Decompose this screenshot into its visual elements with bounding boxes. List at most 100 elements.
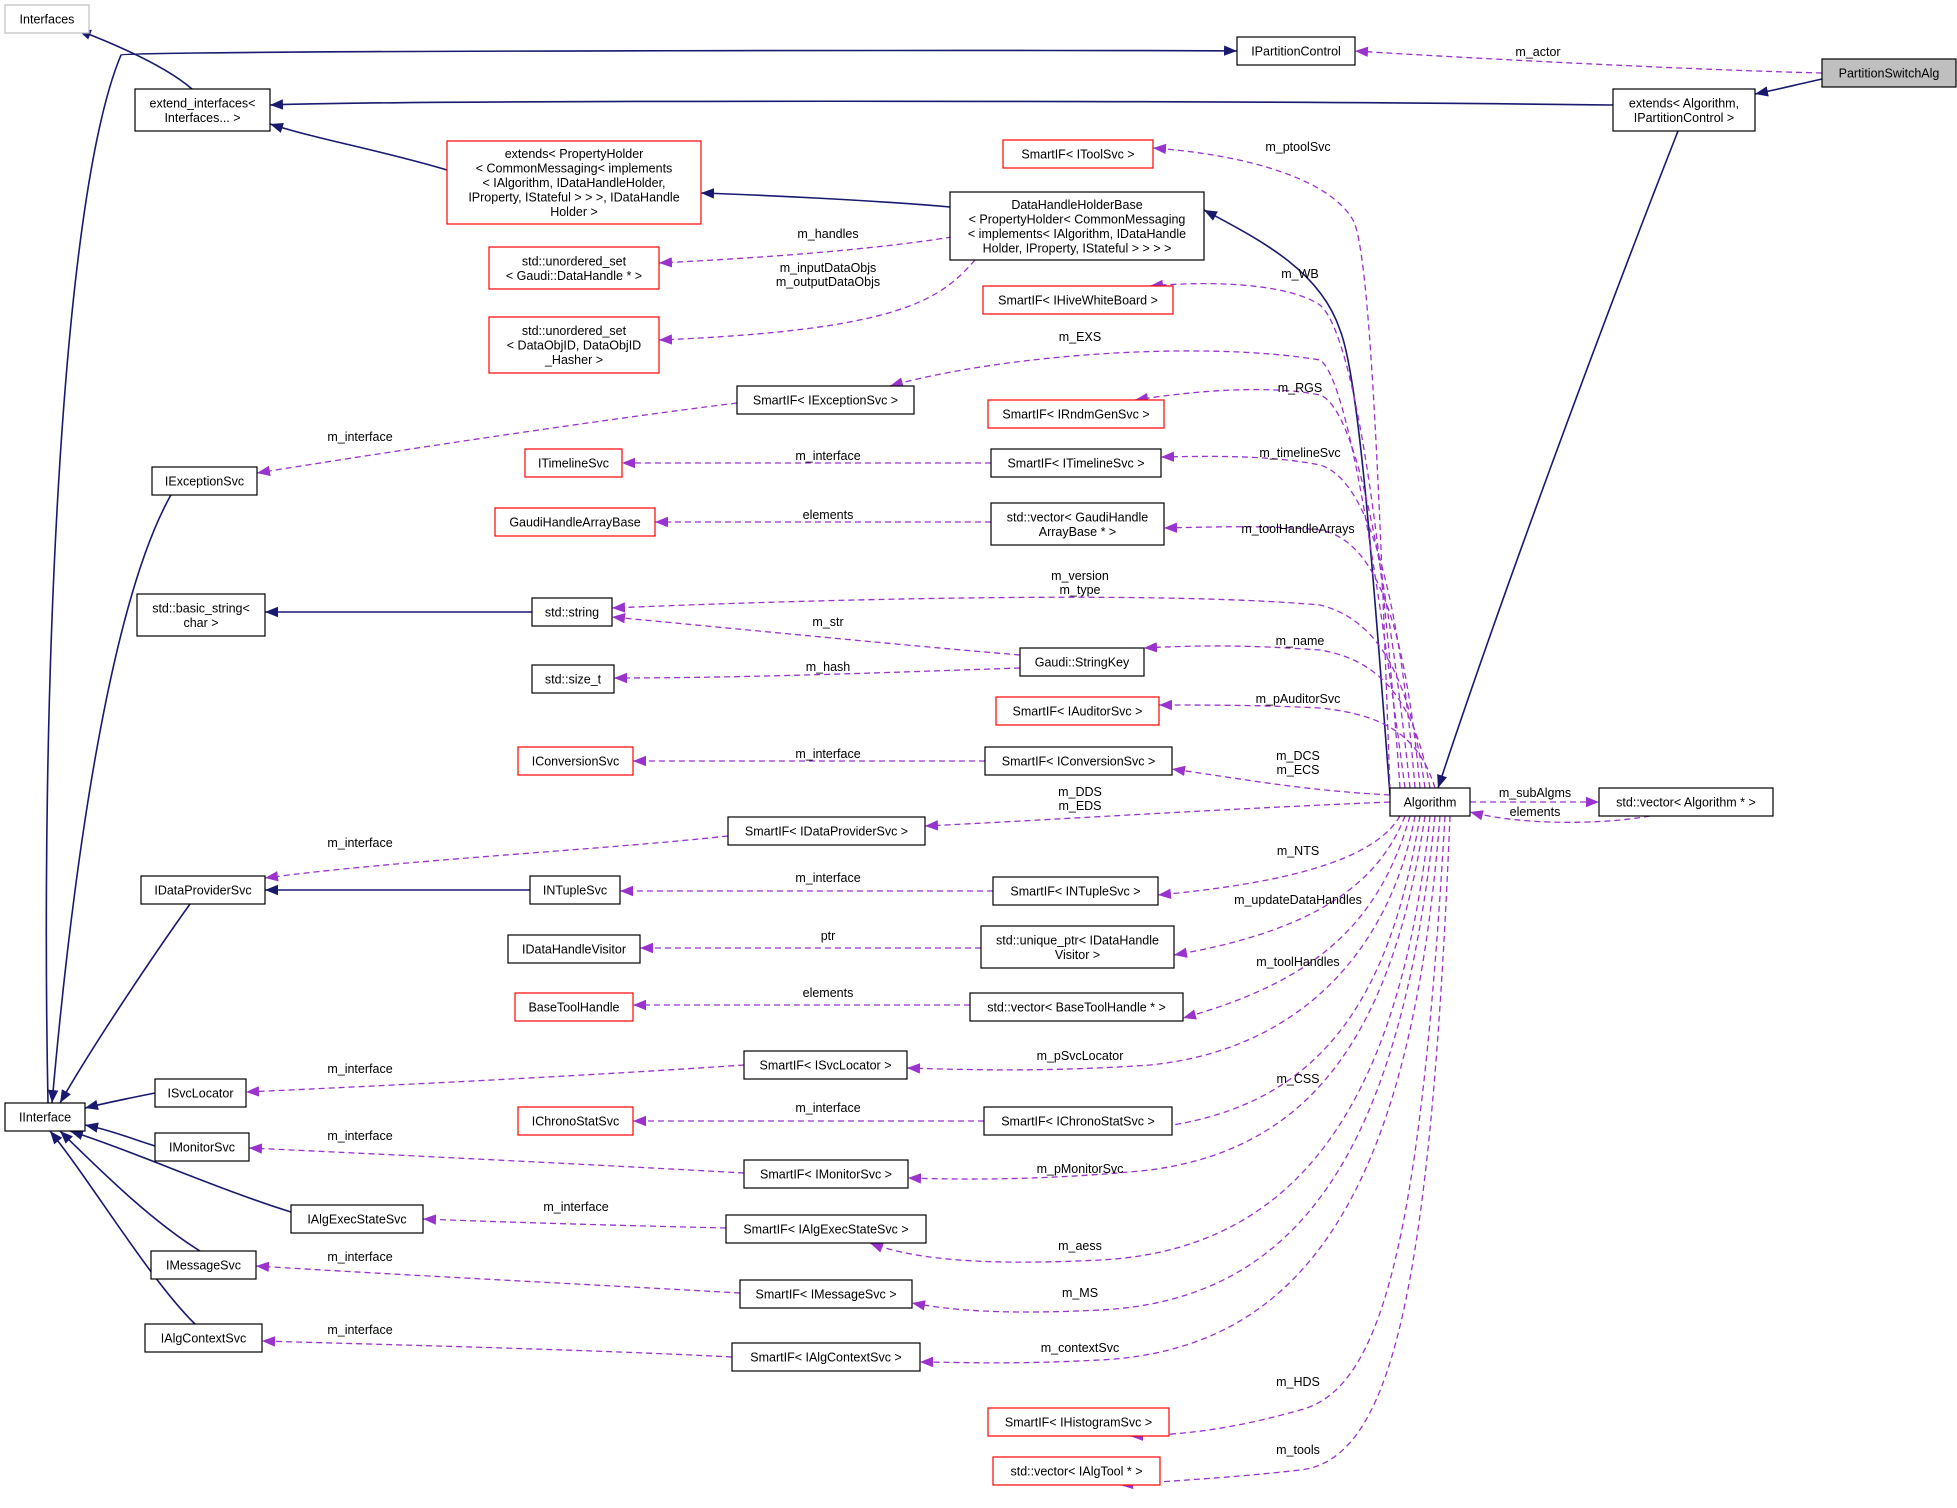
node-iinterface[interactable]: IInterface xyxy=(4,1102,86,1132)
node-extends-alg[interactable]: extends< Algorithm,IPartitionControl > xyxy=(1612,88,1756,132)
node-iexceptionsvc[interactable]: IExceptionSvc xyxy=(151,466,258,496)
node-smartif-iexceptionsvc[interactable]: SmartIF< IExceptionSvc > xyxy=(736,385,915,415)
inheritance-edge-6 xyxy=(1754,78,1823,97)
edge-label-m-interface-timeline: m_interface xyxy=(795,449,860,463)
edge-label-m-ptoolsvc: m_ptoolSvc xyxy=(1265,140,1330,154)
node-basetoolhandle[interactable]: BaseToolHandle xyxy=(514,992,634,1022)
node-smartif-ihistogramsvc[interactable]: SmartIF< IHistogramSvc > xyxy=(987,1407,1170,1437)
node-label: Algorithm xyxy=(1404,796,1457,810)
usage-edge-m-timelinesvc xyxy=(1160,451,1416,789)
node-smartif-itimelinesvc[interactable]: SmartIF< ITimelineSvc > xyxy=(990,448,1162,478)
node-box xyxy=(154,1078,247,1108)
node-label: Interfaces xyxy=(20,13,75,27)
node-smartif-itoolsvc[interactable]: SmartIF< IToolSvc > xyxy=(1002,139,1154,169)
node-partitionswitchalg[interactable]: PartitionSwitchAlg xyxy=(1821,58,1957,88)
node-ialgcontextsvc[interactable]: IAlgContextSvc xyxy=(144,1323,263,1353)
inheritance-edge-11 xyxy=(47,466,191,1104)
node-box xyxy=(990,502,1165,546)
node-itimelinesvc[interactable]: ITimelineSvc xyxy=(524,448,623,478)
node-box xyxy=(992,1456,1161,1486)
edges-layer xyxy=(45,29,1823,1490)
node-box xyxy=(140,875,266,905)
node-intuplesvc[interactable]: INTupleSvc xyxy=(529,875,621,905)
usage-edge-m-toolhandlearrays xyxy=(1163,522,1421,789)
node-iconversionsvc[interactable]: IConversionSvc xyxy=(517,746,634,776)
node-label: IInterface xyxy=(19,1111,71,1125)
node-unordered-set-datahandle[interactable]: std::unordered_set< Gaudi::DataHandle * … xyxy=(488,246,660,290)
edge-label-m-version: m_type xyxy=(1060,583,1101,597)
node-label: SmartIF< IHistogramSvc > xyxy=(1005,1416,1152,1430)
node-label: BaseToolHandle xyxy=(528,1001,619,1015)
node-unique-ptr-visitor[interactable]: std::unique_ptr< IDataHandleVisitor > xyxy=(980,925,1175,969)
node-label: std::vector< IAlgTool * > xyxy=(1010,1465,1142,1479)
usage-edge-m-dds xyxy=(924,801,1391,831)
node-label: Holder > xyxy=(550,205,598,219)
node-label: IChronoStatSvc xyxy=(532,1115,620,1129)
node-box xyxy=(446,140,702,225)
node-smartif-iconversionsvc[interactable]: SmartIF< IConversionSvc > xyxy=(984,746,1173,776)
node-box xyxy=(949,191,1205,261)
node-gaudi-stringkey[interactable]: Gaudi::StringKey xyxy=(1019,647,1145,677)
node-smartif-isvclocator[interactable]: SmartIF< ISvcLocator > xyxy=(743,1050,908,1080)
node-isvclocator[interactable]: ISvcLocator xyxy=(154,1078,247,1108)
node-box xyxy=(529,875,621,905)
node-vector-gaudihandle[interactable]: std::vector< GaudiHandleArrayBase * > xyxy=(990,502,1165,546)
node-idatahandlevisitor[interactable]: IDataHandleVisitor xyxy=(507,934,641,964)
usage-edge-m-interface-monitor xyxy=(248,1143,745,1174)
node-size-t[interactable]: std::size_t xyxy=(531,664,615,694)
usage-edge-m-pmonitorsvc xyxy=(907,815,1426,1184)
node-extends-propertyholder[interactable]: extends< PropertyHolder< CommonMessaging… xyxy=(446,140,702,225)
node-smartif-idataprovidersvc[interactable]: SmartIF< IDataProviderSvc > xyxy=(727,816,926,846)
node-vector-basetoolhandle[interactable]: std::vector< BaseToolHandle * > xyxy=(969,992,1184,1022)
node-interfaces[interactable]: Interfaces xyxy=(4,4,90,34)
inheritance-edge-4 xyxy=(269,123,448,171)
usage-edge-m-ptoolsvc xyxy=(1152,143,1391,791)
node-basic-string[interactable]: std::basic_string<char > xyxy=(136,593,266,637)
node-smartif-ialgexecstatesvc[interactable]: SmartIF< IAlgExecStateSvc > xyxy=(725,1214,927,1244)
edge-label-m-inputdataobjs: m_outputDataObjs xyxy=(776,275,880,289)
node-box xyxy=(980,925,1175,969)
edge-label-m-version: m_version xyxy=(1051,569,1109,583)
node-smartif-intuplesvc[interactable]: SmartIF< INTupleSvc > xyxy=(992,876,1159,906)
node-label: SmartIF< IConversionSvc > xyxy=(1002,755,1156,769)
node-smartif-ichronostatsvc[interactable]: SmartIF< IChronoStatSvc > xyxy=(983,1106,1173,1136)
node-vector-ialgtool[interactable]: std::vector< IAlgTool * > xyxy=(992,1456,1161,1486)
node-imessagesvc[interactable]: IMessageSvc xyxy=(150,1250,257,1280)
edge-label-m-interface-svclocator: m_interface xyxy=(327,1062,392,1076)
node-smartif-ialgcontextsvc[interactable]: SmartIF< IAlgContextSvc > xyxy=(731,1342,921,1372)
usage-edge-m-tools xyxy=(1119,815,1451,1490)
node-imonitorsvc[interactable]: IMonitorSvc xyxy=(154,1132,250,1162)
edge-label-m-ms: m_MS xyxy=(1062,1286,1098,1300)
node-datahandleholderbase[interactable]: DataHandleHolderBase< PropertyHolder< Co… xyxy=(949,191,1205,261)
nodes-layer: Interfaces extend_interfaces<Interfaces..… xyxy=(4,4,1957,1486)
node-gaudihandlearraybase[interactable]: GaudiHandleArrayBase xyxy=(494,507,656,537)
node-box xyxy=(725,1214,927,1244)
node-label: GaudiHandleArrayBase xyxy=(509,516,640,530)
node-algorithm[interactable]: Algorithm xyxy=(1389,787,1471,817)
node-ialgexecstatesvc[interactable]: IAlgExecStateSvc xyxy=(290,1204,424,1234)
node-smartif-irndmgensvc[interactable]: SmartIF< IRndmGenSvc > xyxy=(987,399,1165,429)
node-label: SmartIF< ISvcLocator > xyxy=(760,1059,892,1073)
edge-label-m-updatedatahandles: m_updateDataHandles xyxy=(1234,893,1362,907)
node-ichronostatsvc[interactable]: IChronoStatSvc xyxy=(517,1106,634,1136)
edge-label-m-aess: m_aess xyxy=(1058,1239,1102,1253)
edge-label-m-interface-dataprovider: m_interface xyxy=(327,836,392,850)
node-smartif-imonitorsvc[interactable]: SmartIF< IMonitorSvc > xyxy=(743,1159,909,1189)
node-smartif-imessagesvc[interactable]: SmartIF< IMessageSvc > xyxy=(739,1279,913,1309)
node-box xyxy=(731,1342,921,1372)
node-unordered-set-dataobjid[interactable]: std::unordered_set< DataObjID, DataObjID… xyxy=(488,316,660,374)
node-label: _Hasher > xyxy=(544,353,603,367)
node-smartif-ihivewhiteboard[interactable]: SmartIF< IHiveWhiteBoard > xyxy=(982,285,1174,315)
node-label: std::size_t xyxy=(545,673,602,687)
node-extend-interfaces[interactable]: extend_interfaces<Interfaces... > xyxy=(134,88,271,132)
node-std-string[interactable]: std::string xyxy=(531,597,613,627)
node-ipartitioncontrol[interactable]: IPartitionControl xyxy=(1236,36,1356,66)
inheritance-edge-8 xyxy=(1203,209,1391,796)
node-label: DataHandleHolderBase xyxy=(1011,198,1142,212)
node-idataprovidersvc[interactable]: IDataProviderSvc xyxy=(140,875,266,905)
node-vector-algorithm[interactable]: std::vector< Algorithm * > xyxy=(1598,787,1774,817)
inheritance-edge-3 xyxy=(269,99,1614,110)
node-smartif-iauditorsvc[interactable]: SmartIF< IAuditorSvc > xyxy=(995,696,1160,726)
edge-label-m-nts: m_NTS xyxy=(1277,844,1319,858)
